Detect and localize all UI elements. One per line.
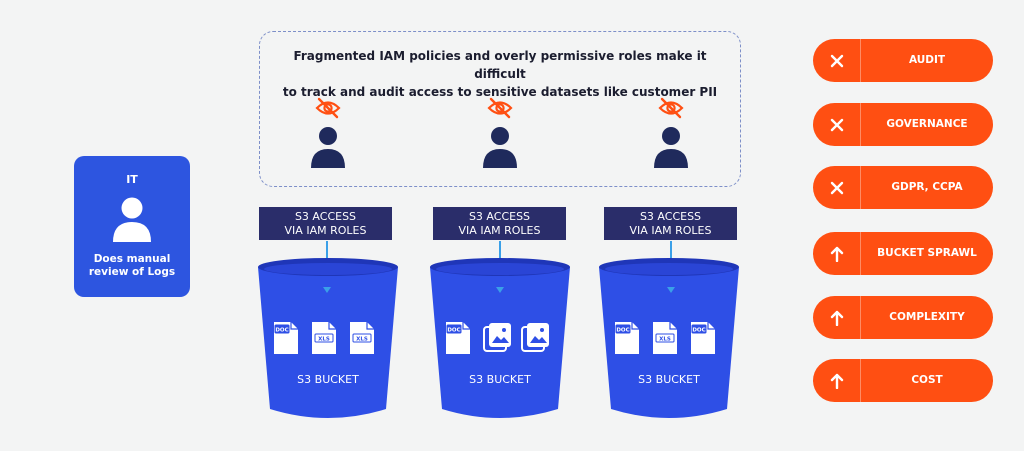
xls-file-icon: XLS — [311, 321, 337, 359]
status-pill: GDPR, CCPA — [813, 166, 993, 209]
bucket-label: S3 BUCKET — [638, 373, 700, 386]
status-label: COMPLEXITY — [889, 311, 965, 323]
hidden-eye-icon — [658, 97, 684, 123]
pill-divider — [860, 359, 861, 402]
pill-divider — [860, 103, 861, 146]
it-title: IT — [126, 173, 138, 186]
access-label: S3 ACCESS VIA IAM ROLES — [604, 207, 737, 240]
it-panel: IT Does manual review of Logs — [74, 156, 190, 297]
status-label: GOVERNANCE — [886, 118, 968, 130]
svg-text:XLS: XLS — [356, 337, 368, 343]
user-icon — [310, 126, 346, 172]
status-pill: GOVERNANCE — [813, 103, 993, 146]
arrow-down-icon — [496, 287, 504, 293]
policy-note: Fragmented IAM policies and overly permi… — [282, 49, 718, 99]
xls-file-icon: XLS — [349, 321, 375, 359]
user-icon — [653, 126, 689, 172]
bucket-label: S3 BUCKET — [297, 373, 359, 386]
pill-divider — [860, 166, 861, 209]
pill-divider — [860, 296, 861, 339]
doc-file-icon: DOC — [690, 321, 716, 359]
hidden-eye-icon — [315, 97, 341, 123]
status-pill: COMPLEXITY — [813, 296, 993, 339]
access-label: S3 ACCESS VIA IAM ROLES — [259, 207, 392, 240]
hidden-eye-icon — [487, 97, 513, 123]
arrow-up-icon — [813, 359, 860, 402]
user-group-frame — [259, 31, 741, 187]
user-icon — [482, 126, 518, 172]
status-pill: BUCKET SPRAWL — [813, 232, 993, 275]
svg-text:DOC: DOC — [275, 328, 288, 334]
x-icon — [813, 103, 860, 146]
xls-file-icon: XLS — [652, 321, 678, 359]
user-icon — [113, 197, 151, 242]
arrow-up-icon — [813, 296, 860, 339]
access-label: S3 ACCESS VIA IAM ROLES — [433, 207, 566, 240]
svg-text:DOC: DOC — [447, 328, 460, 334]
image-file-icon — [521, 321, 551, 359]
pill-divider — [860, 232, 861, 275]
image-file-icon — [483, 321, 513, 359]
arrow-down-icon — [323, 287, 331, 293]
svg-text:XLS: XLS — [318, 337, 330, 343]
x-icon — [813, 39, 860, 82]
x-icon — [813, 166, 860, 209]
bucket-label: S3 BUCKET — [469, 373, 531, 386]
pill-divider — [860, 39, 861, 82]
arrow-down-icon — [667, 287, 675, 293]
svg-text:XLS: XLS — [659, 337, 671, 343]
svg-text:DOC: DOC — [692, 328, 705, 334]
doc-file-icon: DOC — [445, 321, 471, 359]
status-label: COST — [911, 374, 943, 386]
doc-file-icon: DOC — [614, 321, 640, 359]
status-pill: COST — [813, 359, 993, 402]
status-label: GDPR, CCPA — [891, 181, 963, 193]
it-description: Does manual review of Logs — [88, 253, 176, 278]
svg-text:DOC: DOC — [616, 328, 629, 334]
doc-file-icon: DOC — [273, 321, 299, 359]
arrow-up-icon — [813, 232, 860, 275]
status-pill: AUDIT — [813, 39, 993, 82]
status-label: BUCKET SPRAWL — [877, 247, 977, 259]
status-label: AUDIT — [908, 54, 946, 66]
